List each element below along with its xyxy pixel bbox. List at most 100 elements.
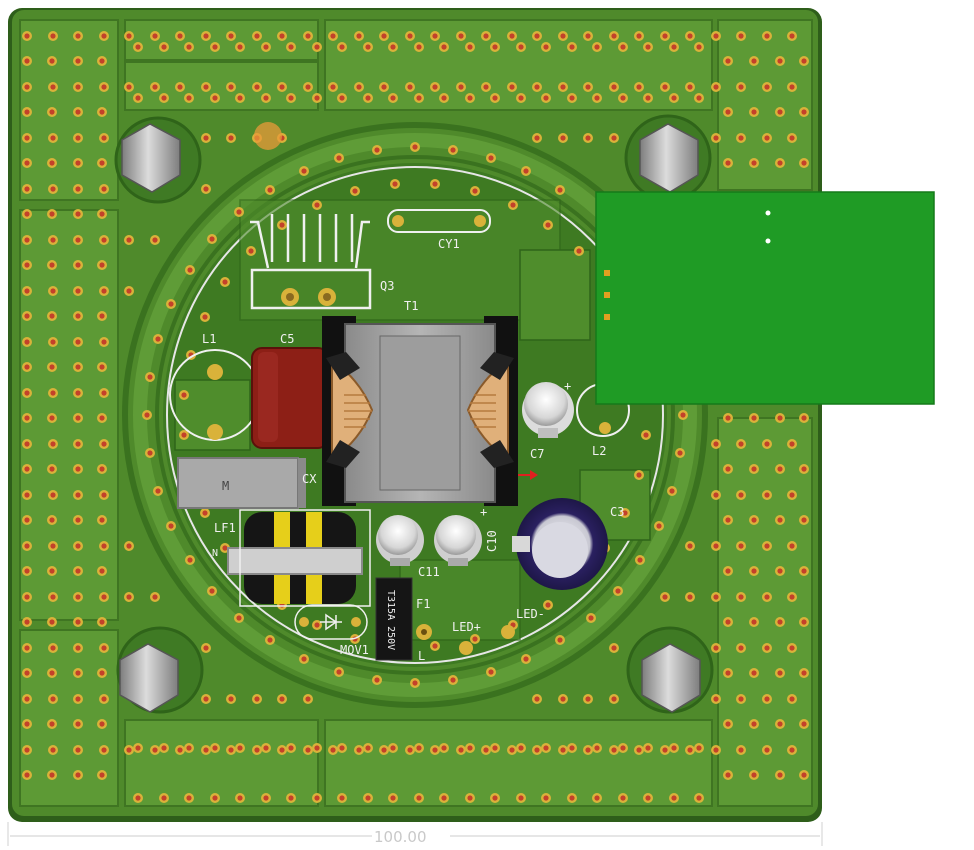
via-hole: [569, 44, 575, 50]
standoff-top-right: [639, 123, 699, 193]
f1-fuse[interactable]: [375, 577, 413, 661]
via-hole: [594, 44, 600, 50]
via-hole: [713, 441, 719, 447]
via-hole: [467, 795, 473, 801]
via-hole: [725, 670, 731, 676]
via-hole: [645, 795, 651, 801]
via-hole: [713, 543, 719, 549]
via-hole: [611, 33, 617, 39]
via-hole: [144, 412, 150, 418]
via-hole: [509, 84, 515, 90]
via-hole: [392, 181, 398, 187]
via-hole: [560, 135, 566, 141]
via-hole: [416, 95, 422, 101]
via-hole: [620, 95, 626, 101]
t1-transformer[interactable]: [322, 316, 518, 506]
label-c11: C11: [418, 565, 440, 579]
via-hole: [126, 747, 132, 753]
via-hole: [186, 795, 192, 801]
via-hole: [416, 44, 422, 50]
daughter-board-pin-3[interactable]: [604, 314, 610, 320]
via-hole: [186, 95, 192, 101]
via-hole: [738, 594, 744, 600]
lf1-common-mode-choke[interactable]: [227, 512, 363, 604]
via-hole: [725, 466, 731, 472]
pad-led-minus[interactable]: [501, 625, 515, 639]
via-hole: [49, 160, 55, 166]
dimension-label: 100.00: [374, 828, 427, 846]
via-hole: [99, 262, 105, 268]
via-hole: [24, 466, 30, 472]
via-hole: [75, 84, 81, 90]
via-hole: [713, 747, 719, 753]
via-hole: [330, 33, 336, 39]
via-hole: [356, 33, 362, 39]
via-hole: [643, 432, 649, 438]
via-hole: [416, 745, 422, 751]
label-l1: L1: [202, 332, 216, 346]
via-hole: [50, 492, 56, 498]
via-hole: [228, 135, 234, 141]
via-hole: [764, 543, 770, 549]
via-hole: [24, 721, 30, 727]
via-hole: [588, 615, 594, 621]
via-hole: [49, 517, 55, 523]
via-hole: [24, 339, 30, 345]
via-hole: [236, 209, 242, 215]
via-hole: [101, 135, 107, 141]
daughter-board[interactable]: [595, 191, 935, 405]
mov1-outline[interactable]: [294, 604, 368, 640]
via-hole: [725, 568, 731, 574]
via-hole: [777, 517, 783, 523]
via-hole: [764, 84, 770, 90]
via-hole: [432, 84, 438, 90]
via-hole: [696, 745, 702, 751]
via-hole: [203, 33, 209, 39]
via-hole: [301, 168, 307, 174]
label-cx: CX: [302, 472, 317, 486]
via-hole: [161, 795, 167, 801]
via-hole: [777, 415, 783, 421]
via-hole: [339, 795, 345, 801]
via-hole: [99, 568, 105, 574]
via-hole: [49, 415, 55, 421]
daughter-board-pin-1[interactable]: [604, 270, 610, 276]
via-hole: [101, 390, 107, 396]
via-hole: [49, 58, 55, 64]
via-hole: [187, 557, 193, 563]
via-hole: [181, 432, 187, 438]
via-hole: [662, 594, 668, 600]
via-hole: [441, 745, 447, 751]
via-hole: [305, 696, 311, 702]
cy1-outline[interactable]: [387, 209, 491, 233]
via-hole: [212, 745, 218, 751]
pad-led-plus[interactable]: [459, 641, 473, 655]
via-hole: [356, 747, 362, 753]
via-hole: [801, 517, 807, 523]
via-hole: [99, 364, 105, 370]
via-hole: [467, 44, 473, 50]
origin-marker[interactable]: [254, 122, 282, 150]
q3-heatsink-outline[interactable]: [250, 214, 372, 310]
via-hole: [24, 109, 30, 115]
via-hole: [24, 237, 30, 243]
via-hole: [713, 594, 719, 600]
via-hole: [365, 44, 371, 50]
via-hole: [636, 84, 642, 90]
via-hole: [352, 188, 358, 194]
via-hole: [155, 488, 161, 494]
via-hole: [611, 747, 617, 753]
via-hole: [24, 543, 30, 549]
daughter-board-pin-2[interactable]: [604, 292, 610, 298]
via-hole: [50, 390, 56, 396]
via-hole: [267, 637, 273, 643]
cx-capacitor[interactable]: [177, 457, 299, 509]
via-hole: [764, 441, 770, 447]
via-hole: [777, 772, 783, 778]
via-hole: [168, 523, 174, 529]
via-hole: [101, 543, 107, 549]
via-hole: [488, 155, 494, 161]
via-hole: [611, 84, 617, 90]
